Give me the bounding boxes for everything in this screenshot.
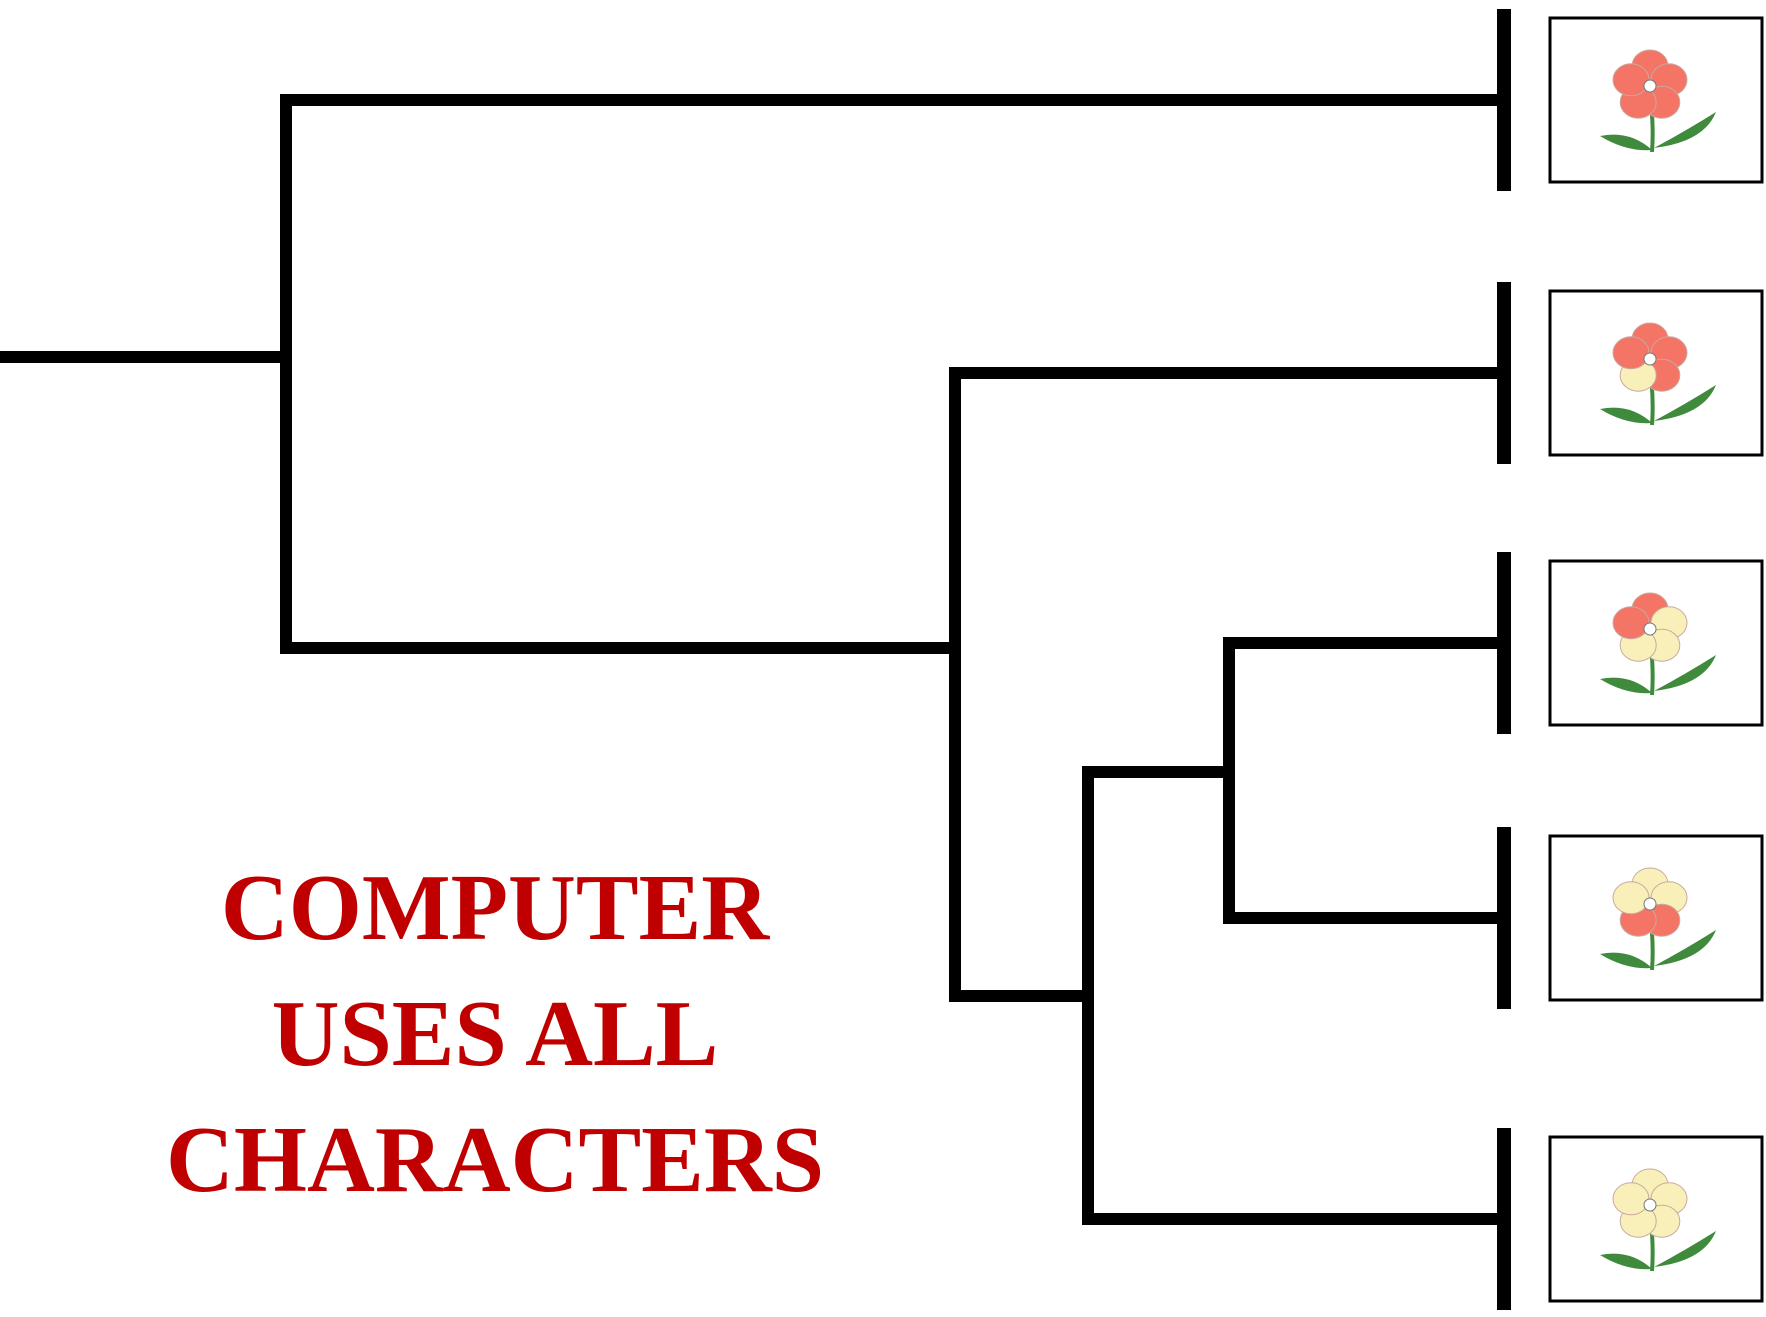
caption-line-3: CHARACTERS: [95, 1097, 895, 1223]
caption-line-1: COMPUTER: [95, 845, 895, 971]
flower-image-taxon-5: [1550, 1137, 1762, 1301]
flower-image-taxon-3: [1550, 561, 1762, 725]
flower-image-taxon-1: [1550, 18, 1762, 182]
caption: COMPUTER USES ALL CHARACTERS: [95, 845, 895, 1223]
flower-image-taxon-2: [1550, 291, 1762, 455]
flower-image-taxon-4: [1550, 836, 1762, 1000]
caption-line-2: USES ALL: [95, 971, 895, 1097]
